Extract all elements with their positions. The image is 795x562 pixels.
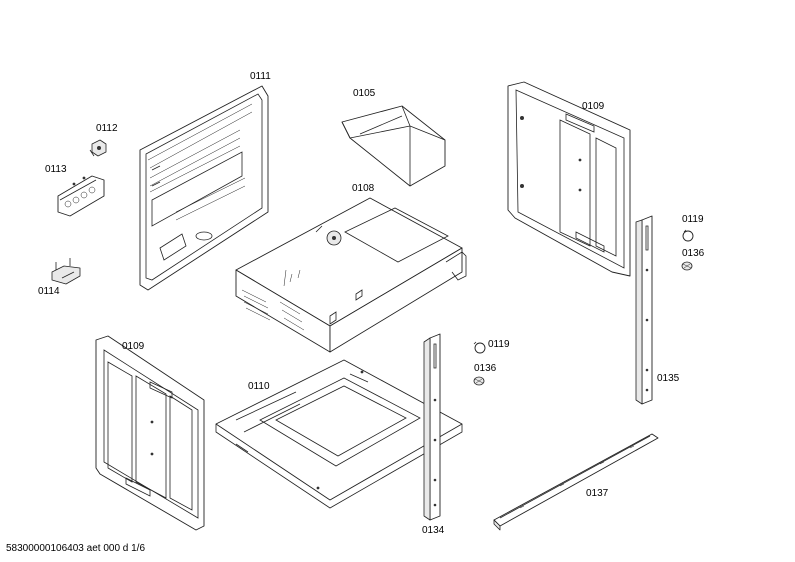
part-0108-top-housing — [235, 197, 467, 353]
part-0111-rear-panel — [139, 85, 269, 291]
part-0105-duct — [341, 105, 446, 187]
footer-document-id: 58300000106403 aet 000 d 1/6 — [6, 543, 145, 554]
part-0119-knob-mid — [473, 341, 486, 354]
label-0109-top: 0109 — [582, 101, 605, 112]
part-0112-clip — [89, 139, 107, 157]
label-0136-right: 0136 — [682, 248, 705, 259]
part-0137-cross-bar — [493, 433, 659, 531]
part-0113-bracket — [57, 175, 105, 217]
label-0114: 0114 — [38, 286, 60, 297]
part-0114-connector — [51, 258, 81, 285]
label-0137: 0137 — [586, 488, 609, 499]
label-0136-mid: 0136 — [474, 363, 497, 374]
label-0119-right: 0119 — [682, 214, 704, 225]
part-0134-rail-middle — [423, 333, 441, 521]
part-0136-screw-right — [681, 261, 693, 271]
label-0135: 0135 — [657, 373, 680, 384]
label-0112: 0112 — [96, 123, 118, 134]
label-0105: 0105 — [353, 88, 376, 99]
part-0136-screw-mid — [473, 376, 485, 386]
label-0134: 0134 — [422, 525, 445, 536]
part-0110-base-tray — [215, 359, 463, 509]
label-0108: 0108 — [352, 183, 375, 194]
part-0135-rail-right — [635, 215, 653, 405]
part-0109-side-panel-left — [95, 335, 205, 531]
label-0111: 0111 — [250, 71, 271, 82]
label-0109-left: 0109 — [122, 341, 145, 352]
label-0113: 0113 — [45, 164, 67, 175]
label-0110: 0110 — [248, 381, 270, 392]
part-0119-knob-right — [682, 229, 694, 242]
part-0109-side-panel-right — [507, 81, 631, 277]
label-0119-mid: 0119 — [488, 339, 510, 350]
